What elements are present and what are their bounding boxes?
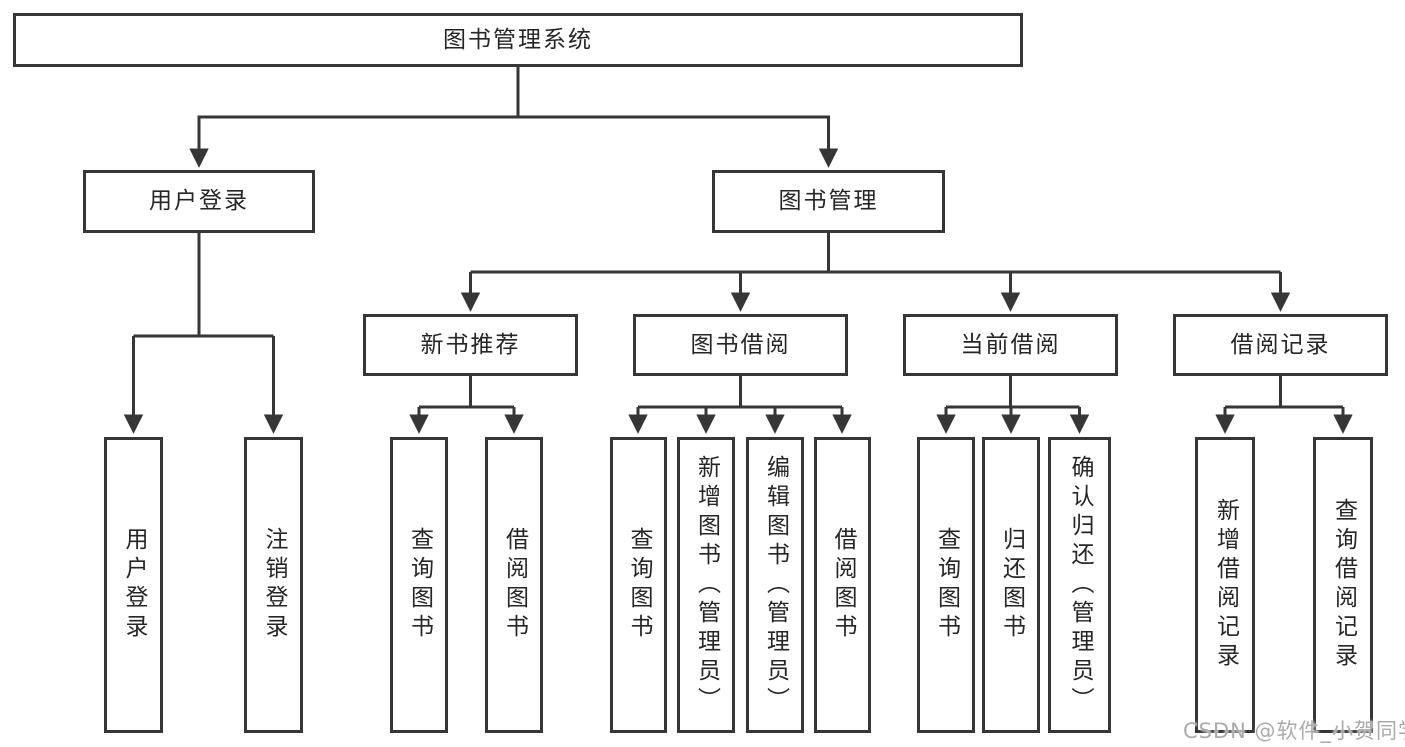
node-borrowing-records: 借阅记录 (1173, 314, 1388, 376)
leaf-user-login: 用户登录 (104, 437, 163, 733)
connector-group (123, 67, 1353, 434)
leaf-current-return-books: 归还图书 (982, 437, 1040, 733)
leaf-borrow-query-books: 查询图书 (610, 437, 667, 733)
csdn-watermark: CSDN @软件_小贺同学 (1183, 719, 1405, 743)
node-new-book-recommendation: 新书推荐 (363, 314, 578, 376)
leaf-records-query-record: 查询借阅记录 (1313, 437, 1373, 733)
leaf-borrow-borrow-books: 借阅图书 (814, 437, 871, 733)
node-root-system: 图书管理系统 (13, 13, 1023, 67)
node-current-borrowing: 当前借阅 (903, 314, 1118, 376)
leaf-records-add-record: 新增借阅记录 (1195, 437, 1255, 733)
leaf-recommend-borrow-books: 借阅图书 (485, 437, 543, 733)
node-book-borrowing: 图书借阅 (633, 314, 848, 376)
leaf-current-confirm-return-admin: 确认归还（管理员） (1048, 437, 1111, 733)
leaf-current-query-books: 查询图书 (917, 437, 975, 733)
leaf-borrow-add-books-admin: 新增图书（管理员） (677, 437, 735, 733)
leaf-borrow-edit-books-admin: 编辑图书（管理员） (746, 437, 804, 733)
node-user-login: 用户登录 (83, 170, 315, 233)
leaf-logout: 注销登录 (244, 437, 303, 733)
node-book-management: 图书管理 (712, 170, 945, 233)
leaf-recommend-query-books: 查询图书 (390, 437, 448, 733)
